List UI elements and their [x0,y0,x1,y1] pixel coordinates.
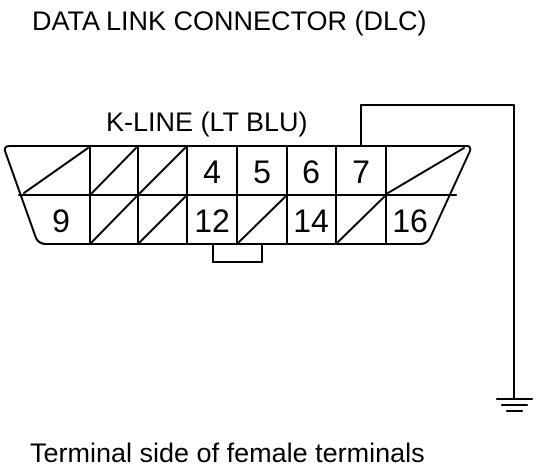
empty-cavity-3 [139,147,186,194]
empty-cavity-13 [238,196,286,243]
empty-cavity-8 [387,147,465,194]
empty-cavity-15 [337,196,385,243]
pin-12-label: 12 [194,203,230,239]
pin-4-label: 4 [203,154,221,190]
empty-cavity-11 [139,196,186,243]
pin-9-label: 9 [52,203,70,239]
connector-key-tab [212,243,263,263]
pin-16-label: 16 [392,203,428,239]
pin-5-label: 5 [253,154,271,190]
pin-7-label: 7 [352,154,370,190]
ground-icon [496,398,533,412]
empty-cavity-10 [91,196,137,243]
empty-cavity-2 [91,147,137,194]
pin-6-label: 6 [302,154,320,190]
connector-outline [3,145,472,245]
diagram-title: DATA LINK CONNECTOR (DLC) [32,6,427,36]
k-line-wire [360,104,515,400]
empty-cavity-marks [23,147,465,243]
pin-labels: 4 5 6 7 9 12 14 16 [52,154,428,239]
column-dividers [89,145,387,245]
pin-14-label: 14 [293,203,329,239]
wire-label: K-LINE (LT BLU) [106,107,308,137]
empty-cavity-1 [23,147,89,194]
diagram-caption: Terminal side of female terminals [30,438,425,468]
